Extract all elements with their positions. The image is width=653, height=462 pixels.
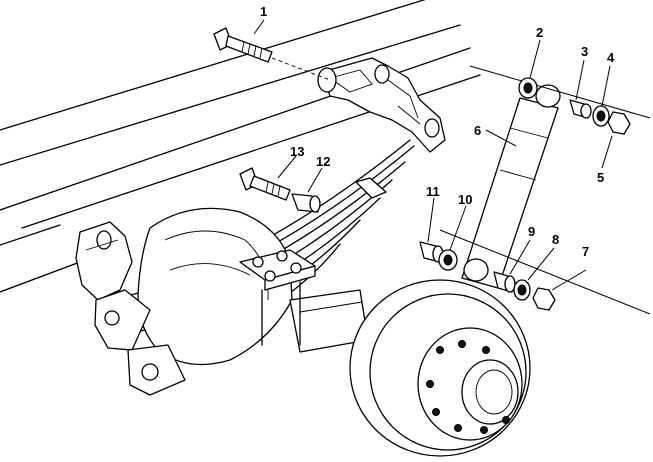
callout-labels: 1 2 3 4 5 6 7 8 9 10 11 12 13 — [260, 4, 615, 259]
lower-washer — [513, 279, 531, 301]
callout-1: 1 — [260, 4, 267, 19]
callout-11: 11 — [426, 184, 440, 199]
u-bolt-clamp — [239, 249, 316, 346]
lower-mounting-bolt — [239, 167, 291, 201]
callout-7: 7 — [582, 244, 589, 259]
callout-13: 13 — [290, 144, 304, 159]
callout-5: 5 — [597, 170, 604, 185]
callout-12: 12 — [316, 154, 330, 169]
lower-bushing-outer — [493, 271, 516, 293]
lower-nut — [532, 287, 556, 311]
callout-leaders — [253, 19, 613, 291]
drive-yoke — [94, 289, 186, 396]
callout-4: 4 — [607, 50, 615, 65]
callout-10: 10 — [458, 192, 472, 207]
callout-6: 6 — [474, 123, 481, 138]
callout-8: 8 — [552, 232, 559, 247]
upper-nut — [607, 111, 631, 135]
upper-bushing — [518, 77, 538, 99]
spring-hanger-bracket — [317, 57, 446, 153]
rear-spring-hanger — [75, 221, 133, 301]
axle-housing — [137, 207, 369, 366]
callout-3: 3 — [581, 44, 588, 59]
shock-absorber — [439, 65, 651, 315]
upper-mounting-bolt — [213, 27, 331, 81]
lower-spacer — [291, 193, 321, 213]
brake-drum-hub — [349, 279, 531, 457]
upper-sleeve — [569, 99, 592, 119]
callout-2: 2 — [536, 25, 543, 40]
callout-9: 9 — [528, 224, 535, 239]
lower-bushing-inner — [438, 249, 458, 271]
upper-washer — [592, 105, 610, 127]
